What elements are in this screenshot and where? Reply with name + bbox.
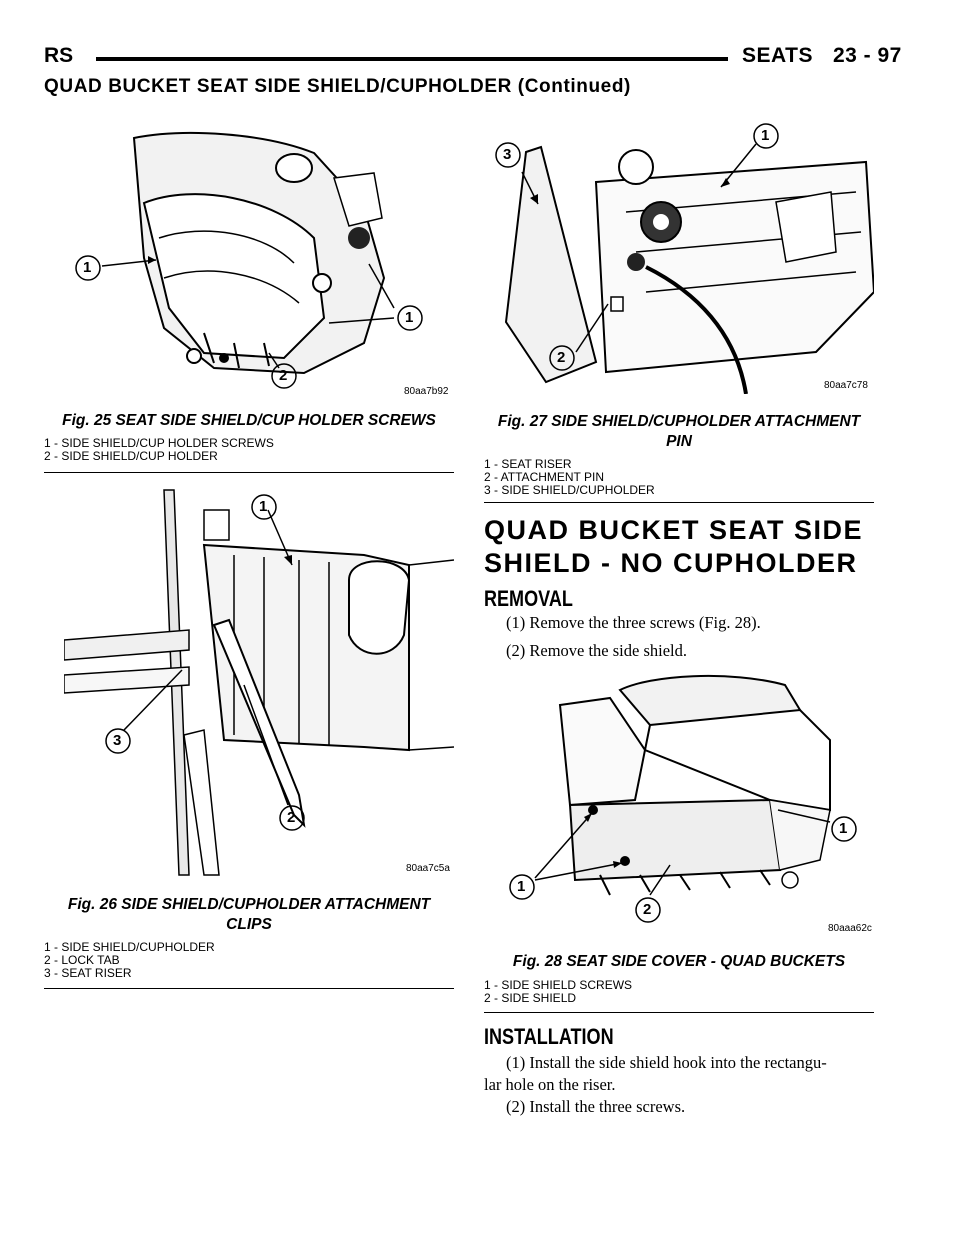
fig27-legend-item: 1 - SEAT RISER <box>484 457 572 471</box>
fig28-rule <box>484 1012 874 1013</box>
removal-steps: (1) Remove the three screws (Fig. 28). (… <box>484 612 874 668</box>
fig26-code: 80aa7c5a <box>406 863 450 874</box>
fig26-caption-line1: Fig. 26 SIDE SHIELD/CUPHOLDER ATTACHMENT <box>67 896 431 913</box>
fig25-code: 80aa7b92 <box>404 386 449 397</box>
fig27-legend: 1 - SEAT RISER 2 - ATTACHMENT PIN 3 - SI… <box>484 458 655 497</box>
header-page-number: 23 - 97 <box>832 44 902 67</box>
section-title-line2: SHIELD - NO CUPHOLDER <box>484 548 858 578</box>
fig28-legend-item: 2 - SIDE SHIELD <box>484 991 577 1005</box>
fig27-callout-2: 2 <box>557 349 566 366</box>
installation-steps: (1) Install the side shield hook into th… <box>484 1052 874 1118</box>
installation-heading: INSTALLATION <box>484 1024 614 1049</box>
removal-heading: REMOVAL <box>484 586 573 611</box>
fig26-legend: 1 - SIDE SHIELD/CUPHOLDER 2 - LOCK TAB 3… <box>44 941 215 980</box>
fig26-caption: Fig. 26 SIDE SHIELD/CUPHOLDER ATTACHMENT… <box>44 895 454 935</box>
header-rule <box>96 57 728 61</box>
fig27-caption: Fig. 27 SIDE SHIELD/CUPHOLDER ATTACHMENT… <box>484 412 874 452</box>
fig26-callout-2: 2 <box>287 809 296 826</box>
fig25-callout-2: 2 <box>279 367 288 384</box>
fig28-callout-1b: 1 <box>839 820 848 837</box>
fig25-callout-1b: 1 <box>405 309 414 326</box>
fig25-legend-item: 2 - SIDE SHIELD/CUP HOLDER <box>44 449 218 463</box>
fig28-callout-2: 2 <box>643 901 652 918</box>
fig28-caption: Fig. 28 SEAT SIDE COVER - QUAD BUCKETS <box>512 953 846 970</box>
fig27-legend-item: 3 - SIDE SHIELD/CUPHOLDER <box>484 483 655 497</box>
fig27-callout-1: 1 <box>761 127 770 144</box>
removal-step: (1) Remove the three screws (Fig. 28). <box>506 613 761 632</box>
fig27-caption-line1: Fig. 27 SIDE SHIELD/CUPHOLDER ATTACHMENT <box>497 413 861 430</box>
fig25-legend: 1 - SIDE SHIELD/CUP HOLDER SCREWS 2 - SI… <box>44 437 274 463</box>
installation-step-cont: lar hole on the riser. <box>484 1075 616 1094</box>
fig28-code: 80aaa62c <box>828 923 872 934</box>
fig25-caption: Fig. 25 SEAT SIDE SHIELD/CUP HOLDER SCRE… <box>62 412 436 429</box>
fig25-legend-item: 1 - SIDE SHIELD/CUP HOLDER SCREWS <box>44 436 274 450</box>
fig26-callout-3: 3 <box>113 732 122 749</box>
fig26-illustration: 1 3 2 80aa7c5a <box>64 485 454 880</box>
section-title-line1: QUAD BUCKET SEAT SIDE <box>484 515 864 545</box>
header-section-name: SEATS <box>742 44 813 67</box>
section-title: QUAD BUCKET SEAT SIDE SHIELD - NO CUPHOL… <box>484 514 863 580</box>
continued-title: QUAD BUCKET SEAT SIDE SHIELD/CUPHOLDER (… <box>44 76 631 97</box>
fig28-legend: 1 - SIDE SHIELD SCREWS 2 - SIDE SHIELD <box>484 979 632 1005</box>
fig25-callout-1: 1 <box>83 259 92 276</box>
fig26-legend-item: 2 - LOCK TAB <box>44 953 120 967</box>
installation-step: (1) Install the side shield hook into th… <box>506 1053 827 1072</box>
fig27-illustration: 3 1 2 80aa7c78 <box>486 122 874 394</box>
header-section-page: SEATS 23 - 97 <box>742 44 902 68</box>
removal-step: (2) Remove the side shield. <box>506 641 688 660</box>
fig27-rule <box>484 502 874 503</box>
header-model-code: RS <box>44 44 74 67</box>
fig26-legend-item: 1 - SIDE SHIELD/CUPHOLDER <box>44 940 215 954</box>
fig25-illustration: 1 2 1 80aa7b92 <box>64 128 454 398</box>
fig28-illustration: 1 1 2 80aaa62c <box>500 670 874 935</box>
installation-step: (2) Install the three screws. <box>506 1097 686 1116</box>
fig26-callout-1: 1 <box>259 498 268 515</box>
fig28-callout-1: 1 <box>517 878 526 895</box>
fig28-legend-item: 1 - SIDE SHIELD SCREWS <box>484 978 633 992</box>
fig26-caption-line2: CLIPS <box>226 916 272 933</box>
fig27-callout-3: 3 <box>503 146 512 163</box>
fig26-legend-item: 3 - SEAT RISER <box>44 966 132 980</box>
fig26-rule <box>44 988 454 989</box>
fig25-rule <box>44 472 454 473</box>
fig27-code: 80aa7c78 <box>824 380 868 391</box>
fig27-legend-item: 2 - ATTACHMENT PIN <box>484 470 605 484</box>
fig27-caption-line2: PIN <box>666 433 692 450</box>
